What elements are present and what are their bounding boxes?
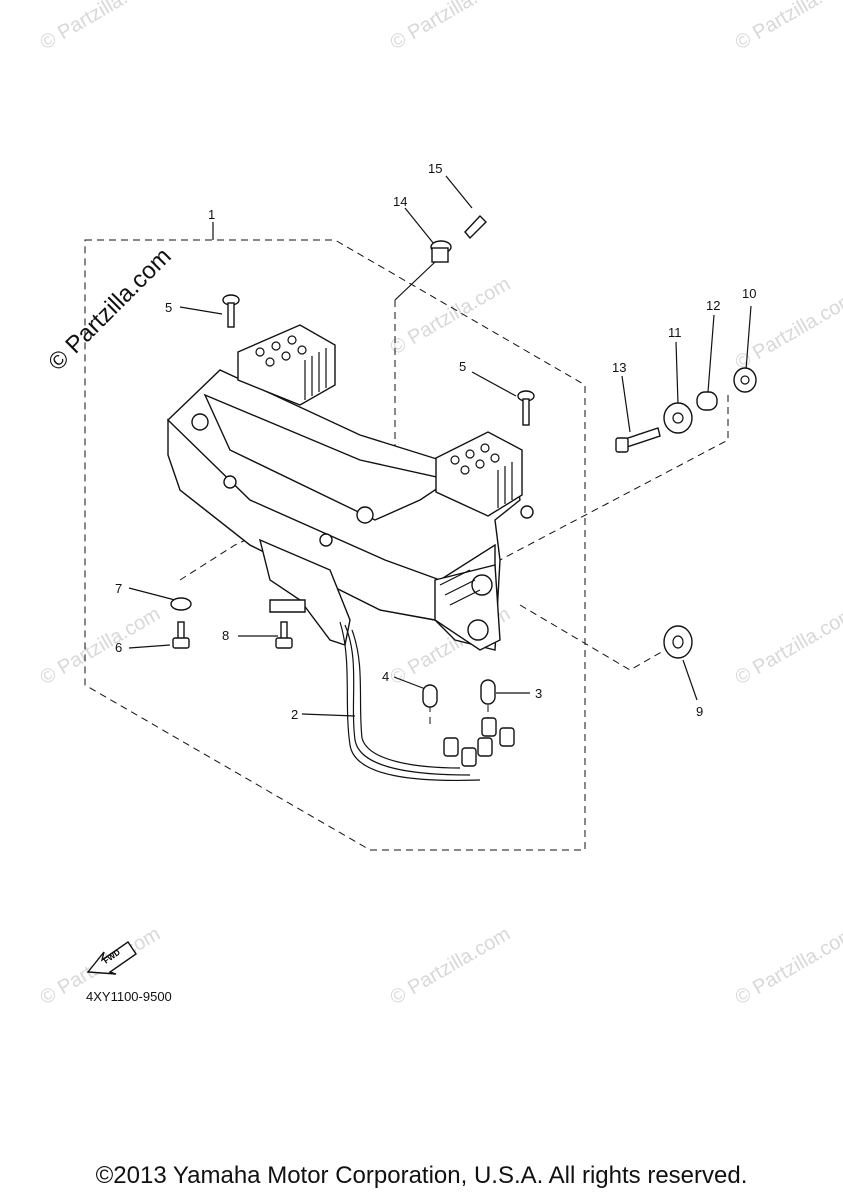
- bulb-3: [480, 679, 496, 705]
- collar-12: [696, 391, 718, 411]
- callout-13: 13: [612, 360, 626, 375]
- callout-1: 1: [208, 207, 215, 222]
- callout-12: 12: [706, 298, 720, 313]
- callout-4: 4: [382, 669, 389, 684]
- watermark: © Partzilla.com: [387, 923, 515, 1009]
- grommet-14: [430, 240, 452, 263]
- diagram-code: 4XY1100-9500: [86, 989, 172, 1004]
- callout-8: 8: [222, 628, 229, 643]
- damper-11: [663, 402, 693, 434]
- screw-15: [464, 214, 487, 240]
- bulb-4: [422, 684, 438, 708]
- callout-9: 9: [696, 704, 703, 719]
- callout-6: 6: [115, 640, 122, 655]
- meter-housing: [167, 324, 534, 651]
- washer-10: [733, 367, 757, 393]
- watermark: © Partzilla.com: [732, 0, 843, 54]
- wire-harness: [339, 621, 515, 782]
- bolt-13: [615, 427, 661, 453]
- callouts: 1 2 3 4 5 5 6 7 8 9 10 11 12 13 14 15: [115, 161, 756, 722]
- watermark: © Partzilla.com: [732, 923, 843, 1009]
- assembly-outline: [84, 239, 586, 851]
- callout-5: 5: [459, 359, 466, 374]
- callout-11: 11: [668, 325, 682, 340]
- watermark: © Partzilla.com: [37, 0, 165, 54]
- callout-14: 14: [393, 194, 407, 209]
- bolt-8: [275, 621, 293, 649]
- bolt-6: [172, 621, 190, 649]
- callout-7: 7: [115, 581, 122, 596]
- callout-2: 2: [291, 707, 298, 722]
- screw-5-right: [517, 390, 535, 426]
- copyright-notice: ©2013 Yamaha Motor Corporation, U.S.A. A…: [95, 1162, 748, 1189]
- watermark: © Partzilla.com: [387, 273, 515, 359]
- side-watermark: © Partzilla.com: [43, 243, 176, 376]
- damper-9: [663, 625, 693, 659]
- collar-7: [170, 597, 192, 611]
- callout-3: 3: [535, 686, 542, 701]
- callout-5: 5: [165, 300, 172, 315]
- watermark: © Partzilla.com: [37, 603, 165, 689]
- screw-5-left: [222, 294, 240, 328]
- callout-10: 10: [742, 286, 756, 301]
- watermark: © Partzilla.com: [732, 603, 843, 689]
- watermark: © Partzilla.com: [387, 0, 515, 54]
- callout-15: 15: [428, 161, 442, 176]
